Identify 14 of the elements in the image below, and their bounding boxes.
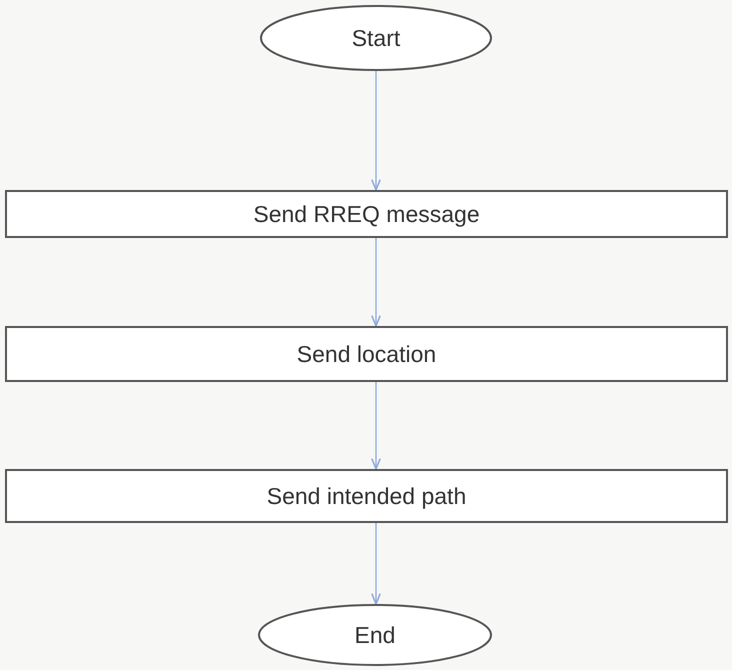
- node-label: Send RREQ message: [253, 200, 480, 228]
- terminal-ellipse: [260, 5, 492, 71]
- arrow: [371, 71, 381, 191]
- node-label: Start: [352, 24, 400, 52]
- process-box: [5, 190, 728, 238]
- terminal-ellipse: [258, 604, 492, 666]
- arrow: [371, 238, 381, 327]
- process-box: [5, 326, 728, 382]
- node-label: Send intended path: [266, 482, 466, 510]
- node-label: Send location: [296, 340, 436, 368]
- node-label: End: [354, 622, 396, 648]
- process-box: [5, 469, 728, 523]
- arrow: [371, 523, 381, 605]
- arrow: [371, 382, 381, 470]
